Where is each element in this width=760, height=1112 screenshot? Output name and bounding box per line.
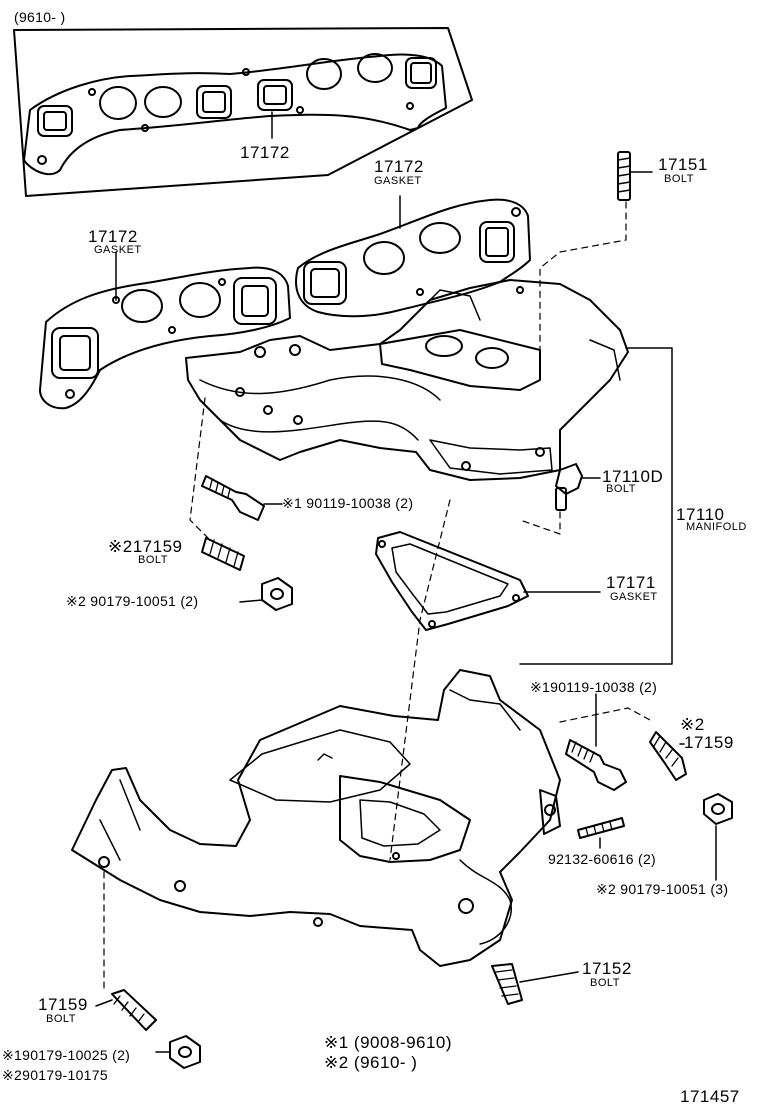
bolt-17110d-drawing: [519, 463, 601, 535]
bolt-17152-name: BOLT: [590, 977, 620, 989]
gasket-17171-name: GASKET: [610, 591, 658, 603]
upper-gasket-drawing: [23, 53, 447, 176]
bolt-17151-number: 17151: [658, 155, 708, 174]
nut-upper-number: ※2 90179-10051 (2): [66, 593, 199, 609]
manifold-17110-name: MANIFOLD: [686, 521, 747, 533]
legend-note-1: ※1 (9008-9610): [324, 1033, 453, 1052]
manifold-17110-number: 17110: [676, 505, 725, 524]
lower-manifold-drawing: [71, 669, 561, 991]
nut-lower-drawing: [155, 1035, 201, 1069]
bolt-90119-upper-number: ※1 90119-10038 (2): [282, 495, 414, 511]
left-gasket-drawing: [39, 251, 291, 410]
bolt-17110d-number: 17110D: [602, 467, 664, 486]
figure-number: 171457: [680, 1087, 740, 1106]
gasket-mid-name: GASKET: [374, 175, 422, 187]
bolt-17152-number: 17152: [582, 959, 632, 978]
stud-17159-right-drawing: [649, 731, 687, 781]
gasket-left-name: GASKET: [94, 244, 142, 256]
stud-17159-right-marker: ※2: [680, 715, 705, 734]
inset-date-note: (9610- ): [14, 9, 66, 25]
nut-right-drawing: [703, 793, 733, 881]
stud-17159-lower-name: BOLT: [46, 1013, 76, 1025]
bolt-17151-name: BOLT: [664, 173, 694, 185]
manifold-bracket-line: [519, 347, 673, 665]
stud-17159-upper-name: BOLT: [138, 554, 168, 566]
legend-note-2: ※2 (9610- ): [324, 1053, 418, 1072]
stud-92132-number: 92132-60616 (2): [548, 851, 657, 867]
gasket-mid-number: 17172: [374, 157, 424, 176]
bolt-17152-drawing: [491, 963, 579, 1005]
bolt-90119-lower-number: ※190119-10038 (2): [530, 679, 658, 695]
stud-17159-upper-number: ※217159: [108, 537, 183, 556]
stud-92132-drawing: [577, 817, 625, 849]
mid-gasket-drawing: [295, 195, 531, 318]
gasket-17171-drawing: [375, 531, 601, 631]
nut-lower-2-number: ※290179-10175: [2, 1067, 108, 1083]
bolt-17151-drawing: [539, 151, 653, 351]
gasket-upper-number: 17172: [240, 143, 290, 162]
bolt-90119-lower-drawing: [559, 693, 651, 791]
stud-17159-upper-drawing: [201, 537, 245, 571]
nut-upper-drawing: [239, 577, 293, 611]
nut-lower-1-number: ※190179-10025 (2): [2, 1047, 131, 1063]
gasket-left-number: 17172: [88, 227, 138, 246]
stud-17159-right-number: 17159: [684, 733, 734, 752]
bolt-17110d-name: BOLT: [606, 483, 636, 495]
stud-17159-lower-drawing: [95, 989, 157, 1031]
gasket-17171-number: 17171: [606, 573, 656, 592]
stud-17159-lower-number: 17159: [38, 995, 88, 1014]
upper-manifold-drawing: [185, 279, 629, 861]
nut-right-number: ※2 90179-10051 (3): [596, 881, 729, 897]
inset-frame: [13, 27, 473, 197]
bolt-90119-upper-drawing: [201, 475, 283, 521]
